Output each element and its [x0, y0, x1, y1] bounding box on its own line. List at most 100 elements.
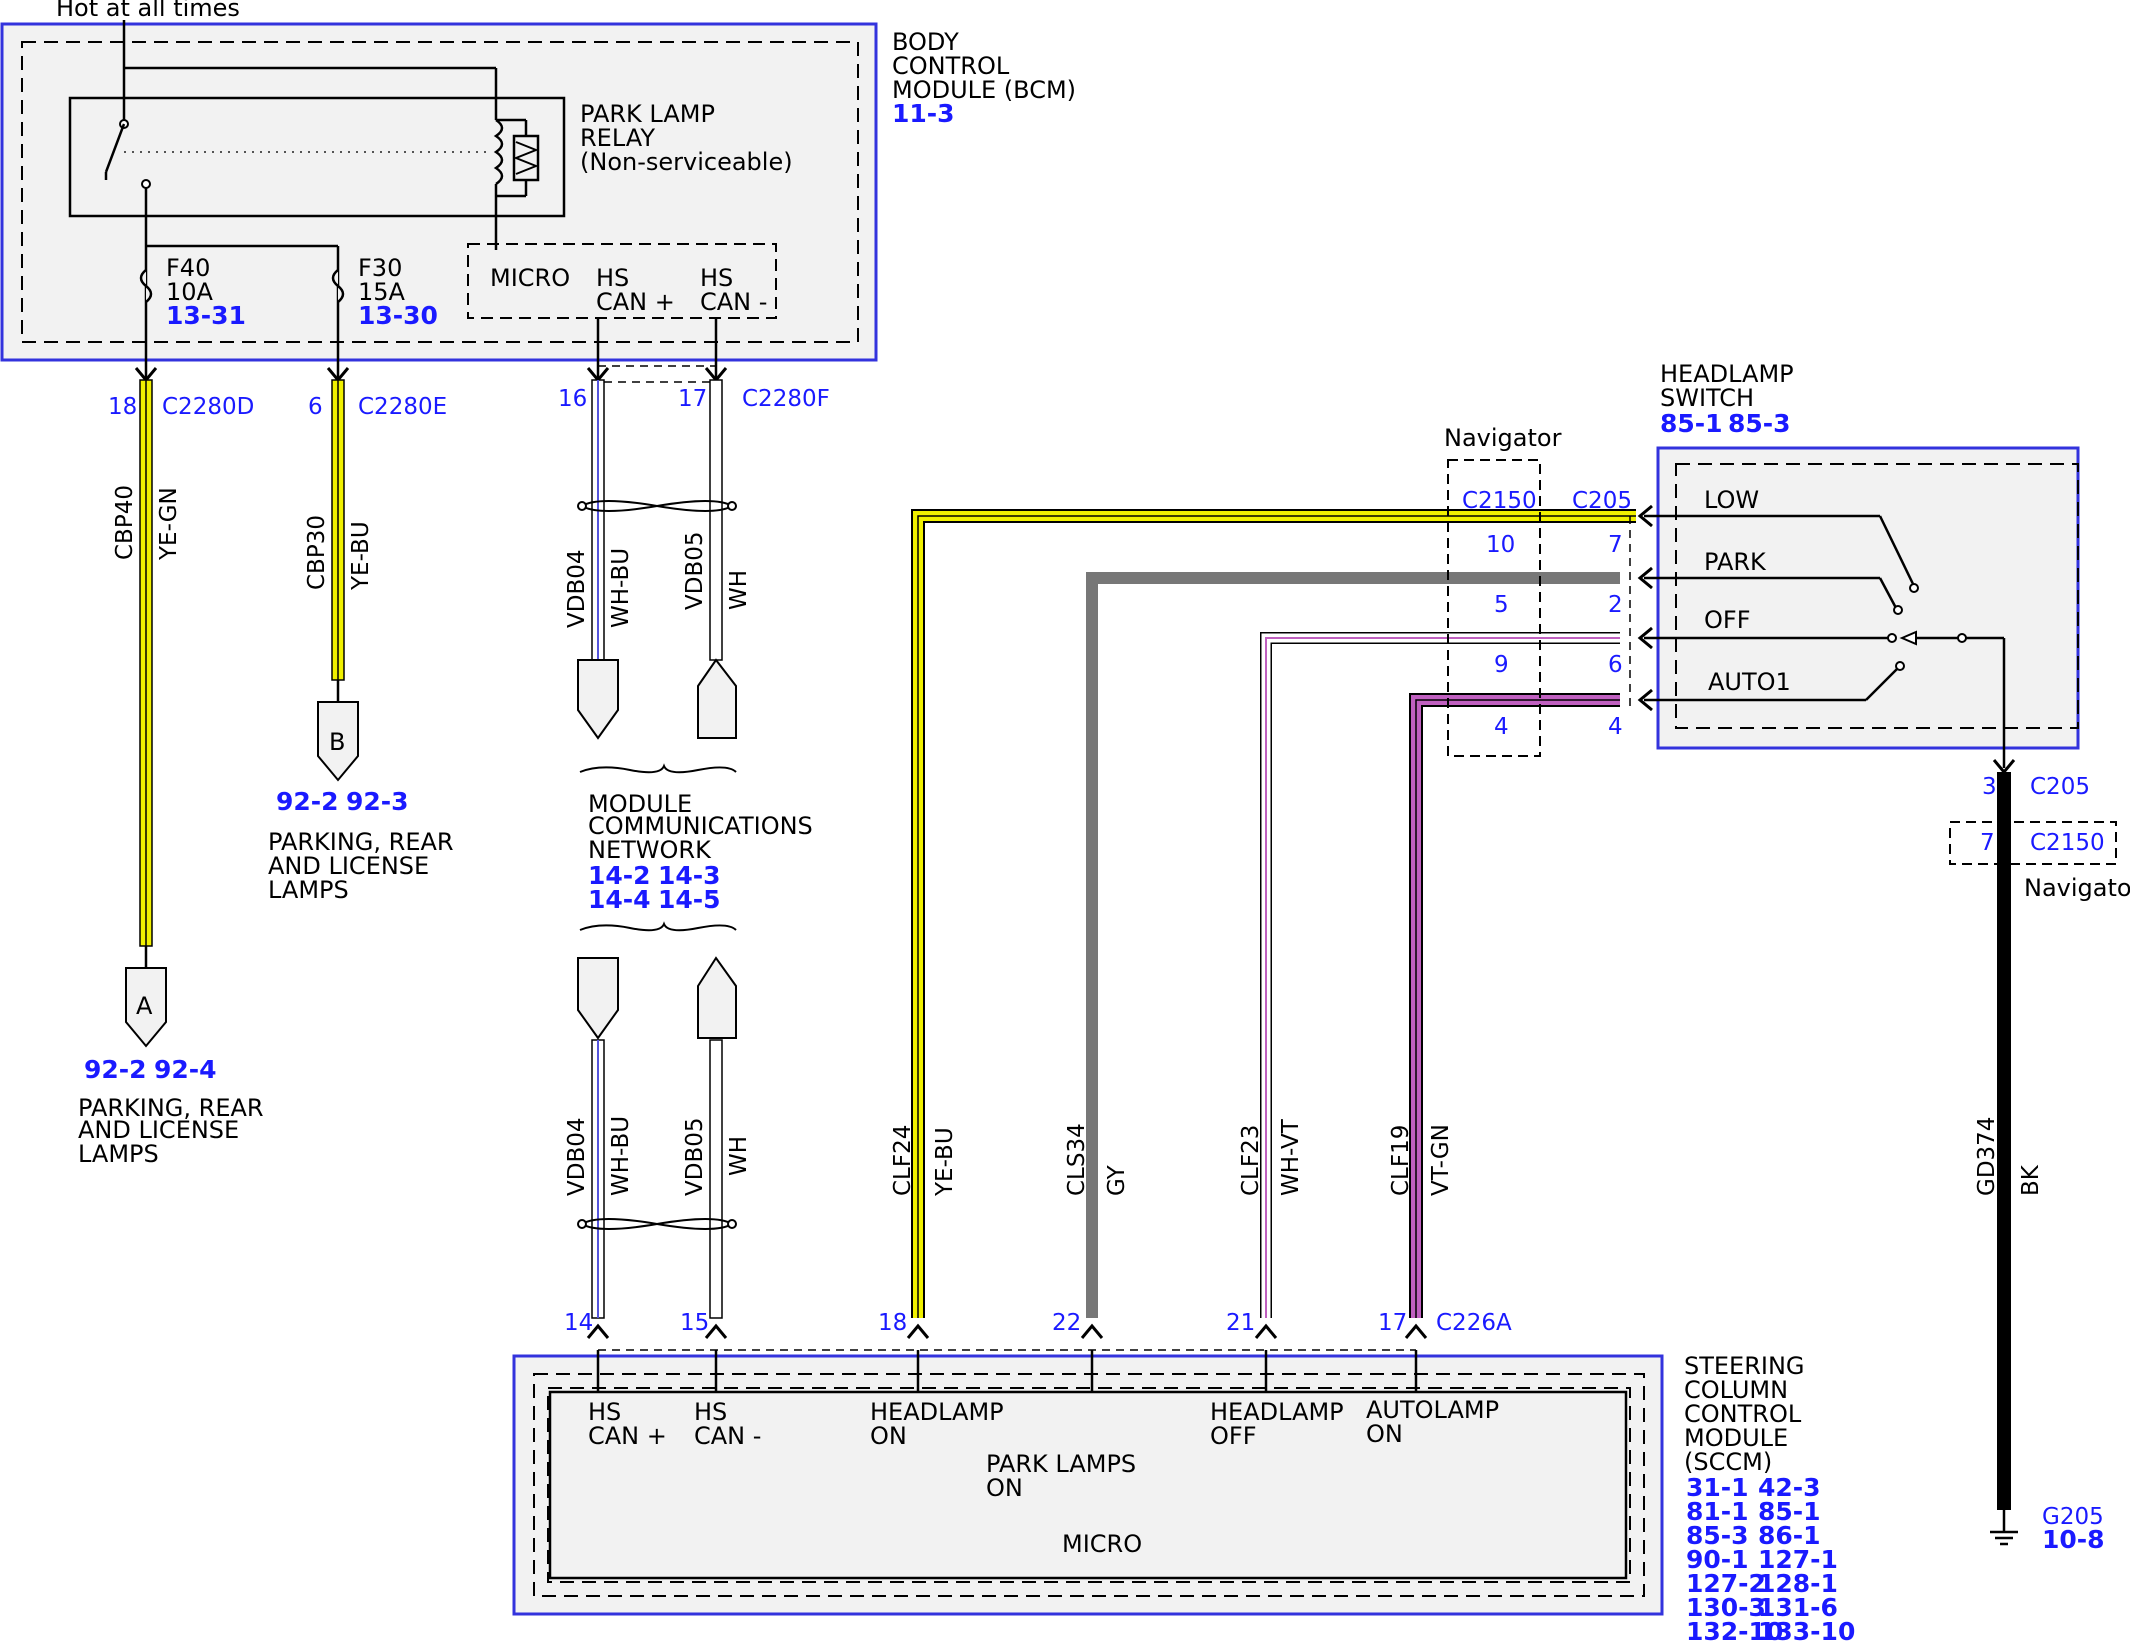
wire-vdb05-upper	[709, 379, 723, 661]
bcm-hs-can-plus-line1: HS	[596, 264, 629, 292]
sccm-ref-13[interactable]: 132-10	[1686, 1617, 1783, 1644]
bcm-micro-box	[467, 243, 777, 319]
connector-a-icon[interactable]	[125, 967, 167, 1048]
network-ref2[interactable]: 14-3	[658, 861, 721, 890]
switch-pin2-arrow-icon	[1637, 566, 1653, 590]
sccm-ref-12[interactable]: 131-6	[1758, 1593, 1838, 1622]
bcm-module: Hot at all times BODY CONTROL MODULE (BC…	[0, 0, 1076, 383]
network-line1: MODULE	[588, 790, 692, 818]
sccm-ref-9[interactable]: 127-2	[1686, 1569, 1766, 1598]
ground-navigator-box	[1949, 821, 2117, 865]
sccm-ref-2[interactable]: 42-3	[1758, 1473, 1821, 1502]
sccm-conn: C226A	[1436, 1310, 1512, 1336]
wire-cbp40-color: YE-GN	[156, 487, 182, 561]
fuse2-name: F30	[358, 254, 402, 282]
sccm-ref-11[interactable]: 130-3	[1686, 1593, 1766, 1622]
connector-a-ref2[interactable]: 92-4	[154, 1055, 217, 1084]
switch-title-line2: SWITCH	[1660, 384, 1754, 412]
sccm-ref-10[interactable]: 128-1	[1758, 1569, 1838, 1598]
sccm-title-line4: MODULE	[1684, 1424, 1788, 1452]
wire-vdb05-upper-circuit: VDB05	[682, 532, 708, 611]
connector-b-ref2[interactable]: 92-3	[346, 787, 409, 816]
fuse1-name: F40	[166, 254, 210, 282]
connector-a-desc3: LAMPS	[78, 1140, 159, 1168]
wire-clf19	[1411, 695, 1620, 1318]
bcm-inner-dashed	[21, 41, 859, 343]
sccm-pin22-arrow-icon	[1080, 1323, 1104, 1339]
sccm-headlamp-off-line2: OFF	[1210, 1422, 1257, 1450]
sccm-ref-5[interactable]: 85-3	[1686, 1521, 1749, 1550]
sccm-ref-4[interactable]: 85-1	[1758, 1497, 1821, 1526]
sccm-border	[512, 1354, 1664, 1616]
switch-title-line1: HEADLAMP	[1660, 360, 1794, 388]
sccm-outer-dashed	[533, 1373, 1645, 1597]
network-lower-left-icon[interactable]	[577, 957, 619, 1040]
wire-cls34-color: GY	[1104, 1164, 1130, 1196]
sccm-pin-18: 18	[878, 1310, 907, 1336]
sccm-pins: 14 15 18 22 21 17 C226A	[564, 1310, 1512, 1351]
switch-ref2[interactable]: 85-3	[1728, 409, 1791, 438]
wire-vdb05-lower-color: WH	[726, 1136, 752, 1176]
sccm-ref-8[interactable]: 127-1	[1758, 1545, 1838, 1574]
bcm-ref[interactable]: 11-3	[892, 99, 955, 128]
bcm-pins: 18 C2280D 6 C2280E 16 17 C2280F	[108, 386, 830, 420]
switch-pin6-arrow-icon	[1637, 626, 1653, 650]
sccm-pin-21: 21	[1226, 1310, 1255, 1336]
sccm-title-line1: STEERING	[1684, 1352, 1805, 1380]
upper-wires: CBP40 YE-GN CBP30 YE-BU VDB04 WH-BU VDB0…	[112, 379, 752, 968]
sccm-ref-7[interactable]: 90-1	[1686, 1545, 1749, 1574]
ground-nav-pin: 7	[1980, 830, 1995, 856]
connector-a-ref1[interactable]: 92-2	[84, 1055, 147, 1084]
network-ref4[interactable]: 14-5	[658, 885, 721, 914]
wire-clf19-color: VT-GN	[1428, 1124, 1454, 1196]
connector-a-desc1: PARKING, REAR	[78, 1094, 264, 1122]
wire-gd374-circuit: GD374	[1974, 1117, 2000, 1196]
network-ref3[interactable]: 14-4	[588, 885, 651, 914]
sccm-pin17-arrow-icon	[1404, 1323, 1428, 1339]
fuse2-ref[interactable]: 13-30	[358, 301, 438, 330]
connector-b-desc2: AND LICENSE	[268, 852, 429, 880]
wire-cbp40-circuit: CBP40	[112, 485, 138, 560]
sccm-autolamp-on-line2: ON	[1366, 1420, 1403, 1448]
network-upper-right-icon[interactable]	[697, 658, 737, 739]
sccm-headlamp-on-line1: HEADLAMP	[870, 1398, 1004, 1426]
sccm-ref-1[interactable]: 31-1	[1686, 1473, 1749, 1502]
sccm-ref-6[interactable]: 86-1	[1758, 1521, 1821, 1550]
wire-vdb04-upper-circuit: VDB04	[564, 550, 590, 629]
bcm-hs-can-plus-line2: CAN +	[596, 288, 675, 316]
switch-pos-off: OFF	[1704, 606, 1751, 634]
wire-clf23-circuit: CLF23	[1238, 1125, 1264, 1196]
switch-ref1[interactable]: 85-1	[1660, 409, 1723, 438]
sccm-pin18-arrow-icon	[906, 1323, 930, 1339]
wire-clf19-circuit: CLF19	[1388, 1125, 1414, 1196]
sccm-hs-can-minus-line2: CAN -	[694, 1422, 761, 1450]
wire-cls34-circuit: CLS34	[1064, 1123, 1090, 1196]
sw-pin-7: 7	[1608, 532, 1623, 558]
network-upper-left-icon[interactable]	[577, 659, 619, 740]
connector-b-ref1[interactable]: 92-2	[276, 787, 339, 816]
switch-pos-park: PARK	[1704, 548, 1767, 576]
lower-can-wires: VDB04 WH-BU VDB05 WH	[564, 1039, 752, 1319]
headlamp-switch-inner	[1675, 463, 2079, 729]
sccm-pin-14: 14	[564, 1310, 593, 1336]
fuse-f40-icon	[139, 269, 153, 303]
hot-label: Hot at all times	[56, 0, 240, 22]
headlamp-circuits: CLF24 YE-BU CLS34 GY CLF23 WH-VT CLF19 V…	[890, 509, 1636, 1318]
network-ref1[interactable]: 14-2	[588, 861, 651, 890]
sccm-pin14-arrow-icon	[586, 1323, 610, 1339]
sccm-hs-can-plus-line2: CAN +	[588, 1422, 667, 1450]
relay-line2: RELAY	[580, 124, 655, 152]
sccm-ref-14[interactable]: 133-10	[1758, 1617, 1855, 1644]
network-lower-right-icon[interactable]	[697, 956, 737, 1039]
connector-b-icon[interactable]	[317, 701, 359, 782]
connector-a-desc2: AND LICENSE	[78, 1116, 239, 1144]
network-block: MODULE COMMUNICATIONS NETWORK 14-2 14-3 …	[577, 658, 813, 1040]
ground-ref[interactable]: 10-8	[2042, 1525, 2105, 1554]
connector-b-desc1: PARKING, REAR	[268, 828, 454, 856]
fuse2-amps: 15A	[358, 278, 406, 306]
sccm-autolamp-on-line1: AUTOLAMP	[1366, 1396, 1499, 1424]
sccm-ref-3[interactable]: 81-1	[1686, 1497, 1749, 1526]
relay-coil-icon	[493, 118, 504, 186]
fuse1-ref[interactable]: 13-31	[166, 301, 246, 330]
